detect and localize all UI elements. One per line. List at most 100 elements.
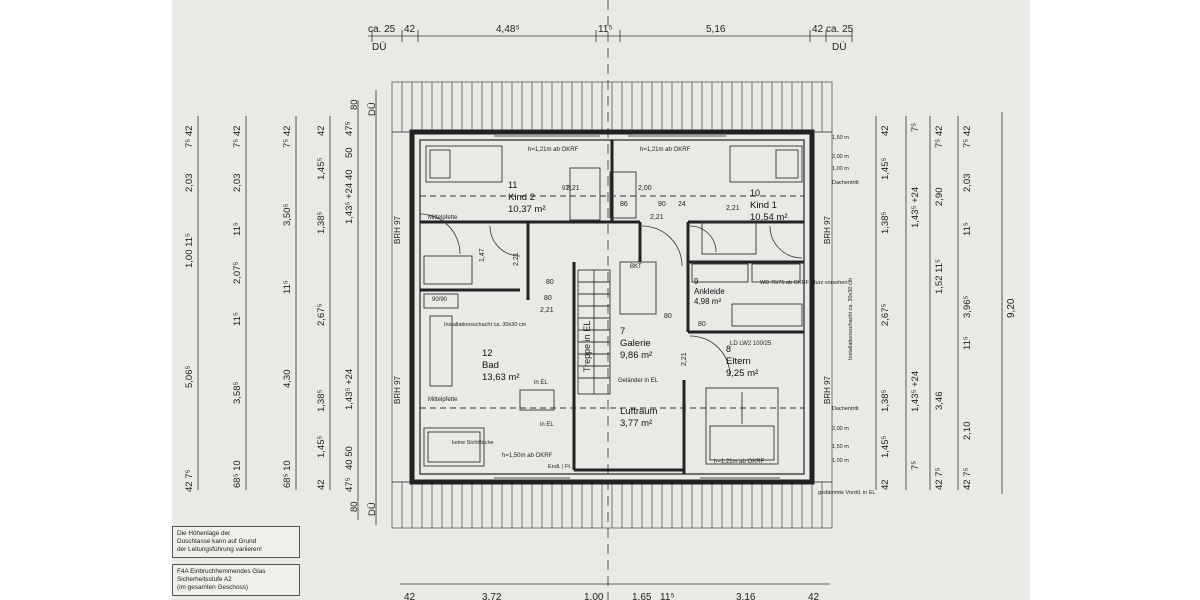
room-ankleide-area: 4,98 m² [694,297,721,306]
left-dim-col3: 7⁵ 42 3,50⁵ 11⁵ 4,30 68⁵ 10 [282,126,293,488]
room-kind1-num: 10 [750,188,760,198]
dim-bottom-1: 42 [404,592,416,600]
dimensions-right_col1-6: 42 [880,479,891,490]
rect-mark [705,387,779,465]
dimensions-left_col6-3: DÜ [367,502,378,516]
rect-mark [519,389,555,411]
g-mark: ca. 25 42 4,48⁵ 11⁵ 5,16 42 ca. 25 DÜ DÜ [368,24,854,53]
labels-window_bottom_left: h=1,50m ab OKRF [502,453,553,459]
labels-d_1_50: 1,50 m [832,135,849,141]
labels-d_1_00: 1,00 m [832,166,849,172]
labels-window_top_right: h=1,21m ab OKRF [640,147,691,153]
rect-mark [619,261,657,315]
labels-endl: Endl. | Ft. [548,464,572,470]
dimensions-left_col2-0: 7⁵ 42 [232,126,243,148]
path-mark [689,225,717,253]
dimensions-left_col5-3: 1,43⁵ +24 [344,183,355,224]
room-eltern-name: Eltern [726,356,751,367]
rect-mark [701,221,757,255]
dimensions-right_col4-3: 3,96⁵ [962,296,973,318]
room-ankleide-name: Ankleide [694,287,725,296]
labels-elev_200: 2,00 [638,185,652,192]
interior-walls [420,140,804,474]
dimensions-left_col2-4: 11⁵ [232,312,243,326]
left-dimension-lines [197,90,377,525]
labels-brh_right_bottom: BRH 97 [823,375,832,404]
path-mark [641,225,683,267]
dimensions-right_col4-0: 7⁵ 42 [962,126,973,148]
note-glass-security: F4A Einbruchhemmendes Glas Sicherheitsst… [172,564,300,596]
dimensions-left_col5-5: 40 50 [344,446,355,470]
dimensions-right_col3-1: 2,90 [934,188,945,207]
labels-w_80c: 80 [664,313,672,320]
labels-gedaemmte: gedämmte Vordd. in EL [818,490,875,496]
rect-mark [429,149,451,179]
rect-mark [423,255,473,285]
dimensions-left_col5-0: 47⁵ [344,121,355,136]
dimensions-left_col4-6: 42 [316,479,327,490]
labels-w_80d: 80 [698,321,706,328]
rect-mark [425,145,503,183]
dimensions-right_col2-3: 7⁵ [910,461,921,470]
dim-bottom-2: 3,72 [482,592,502,600]
labels-gelaender: Geländer in EL [618,378,659,384]
plan-annotations: Treppe in EL BRH 97 BRH 97 BRH 97 BRH 97… [393,135,875,496]
labels-d_2_00: 2,00 m [832,154,849,160]
dim-bottom-3: 1,00 [584,592,604,600]
dim-top-4: 11⁵ [598,24,613,35]
dimensions-right_col2-1: 1,43⁵ +24 [910,187,921,228]
labels-brh_right_top: BRH 97 [823,215,832,244]
labels-elev_221c: 2,21 [513,252,520,266]
dimensions-right_col2-0: 7⁵ [910,123,921,132]
dimensions-left_col4-5: 1,45⁵ [316,436,327,458]
room-bad-name: Bad [482,360,499,371]
room-eltern-area: 9,25 m² [726,368,758,379]
room-galerie-area: 9,86 m² [620,350,652,361]
right-dim-col1: 42 1,45⁵ 1,38⁵ 2,67⁵ 1,38⁵ 1,45⁵ 42 [880,125,891,490]
room-kind1-area: 10,54 m² [750,212,788,223]
rect-mark [569,167,601,221]
labels-mittelpfette_left2: Mittelpfette [428,397,458,403]
dimensions-right_col4-6: 42 7⁵ [962,468,973,490]
labels-dachentritt_1: Dachentritt [832,180,859,186]
dim-top-2: 42 [404,24,416,35]
right-dim-col3: 7⁵ 42 2,90 1,52 11⁵ 3,46 42 7⁵ [934,126,945,490]
dimensions-left_col3-1: 3,50⁵ [282,204,293,226]
path-mark [489,225,521,257]
labels-elev_221a: 2,21 [650,214,664,221]
labels-elev_221f: 2,21 [566,185,580,192]
labels-bkt: BKT [630,264,642,270]
labels-w_147: 1,47 [479,248,486,262]
dimensions-right_col1-5: 1,45⁵ [880,436,891,458]
roof-overhang-top [391,81,833,133]
labels-w_90: 90 [658,201,666,208]
dim-top-5: 5,16 [706,24,726,35]
dimensions-left_col2-6: 68⁵ 10 [232,460,243,488]
dimensions-right_col1-2: 1,38⁵ [880,212,891,234]
dimensions-left_col4-4: 1,38⁵ [316,390,327,412]
dimensions-left_col5-1: 50 [344,147,355,158]
rect-mark [609,171,637,219]
left-dim-col4: 42 1,45⁵ 1,38⁵ 2,67⁵ 1,38⁵ 1,45⁵ 42 [316,125,327,490]
dimensions-right_col5-0: 9,20 [1006,298,1017,318]
rect-mark [811,131,833,483]
labels-ldd: LD LW2 100/25 [730,341,772,347]
g-mark: 42 3,72 1,00 1,65 11⁵ 3,16 42 [404,592,820,600]
top-dimension-line [368,30,853,42]
room-luftraum-name: Luftraum [620,406,658,417]
dimensions-right_col3-2: 1,52 11⁵ [934,259,945,294]
rect-mark [729,145,803,183]
roof-overhang-bottom [391,481,833,529]
dimensions-right_col3-3: 3,46 [934,392,945,411]
labels-brh_left_bottom: BRH 97 [393,375,402,404]
dim-bottom-6: 3,16 [736,592,756,600]
dimensions-right_col4-2: 11⁵ [962,222,973,236]
labels-in_el_1: in EL [534,380,548,386]
labels-elev_221e: 2,21 [726,205,740,212]
room-galerie-name: Galerie [620,338,651,349]
rect-mark [429,315,453,387]
dimensions-left_col3-0: 7⁵ 42 [282,126,293,148]
right-dimension-lines [875,112,1003,494]
labels-w_80b: 80 [544,295,552,302]
rect-mark [731,303,803,327]
